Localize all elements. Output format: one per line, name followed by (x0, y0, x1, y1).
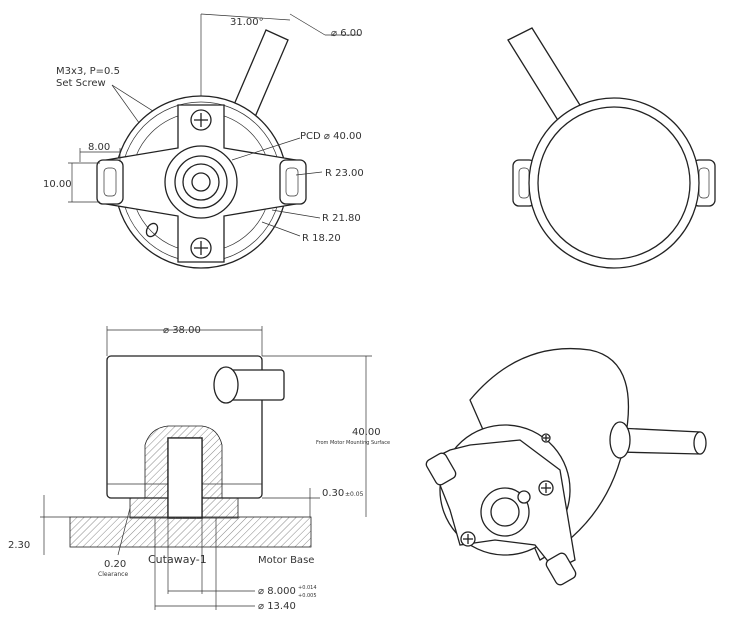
shaft-diameter-label: ⌀ 6.00 (331, 28, 362, 39)
shaft-bore (191, 172, 211, 192)
back-inner-circle (537, 106, 691, 260)
set-screw-label-line2: Set Screw (56, 78, 106, 89)
motor-base-label: Motor Base (258, 555, 314, 566)
pcd-leader (231, 137, 301, 161)
height-note: From Motor Mounting Surface (316, 440, 390, 446)
body-diameter-label: ⌀ 38.00 (163, 325, 201, 336)
index-hole (145, 222, 159, 238)
iso-screw-3 (541, 433, 551, 443)
back-view (507, 27, 716, 269)
side-shaft-boss (213, 366, 239, 404)
iso-hub-outer (480, 487, 530, 537)
front-view: 31.00° ⌀ 6.00 M3x3, P=0.5 Set Screw (43, 13, 364, 269)
screw-top (190, 109, 212, 131)
isometric-view (425, 347, 707, 586)
iso-screw-2 (460, 531, 476, 547)
angle-label: 31.00° (230, 17, 264, 28)
gap-label: 0.30 (322, 488, 344, 499)
r-mid-label: R 21.80 (322, 213, 361, 224)
gap-tolerance: ±0.05 (345, 491, 364, 498)
slot-width-label: 8.00 (88, 142, 110, 153)
base-thickness-label: 2.30 (8, 540, 30, 551)
hub-ring (174, 155, 228, 209)
hub-mid (182, 163, 220, 201)
hub-diameter-label: ⌀ 13.40 (258, 601, 296, 612)
pcd-label: PCD ⌀ 40.00 (300, 131, 362, 142)
iso-ear-right (545, 552, 577, 586)
back-outer-circle (528, 97, 700, 269)
r-mid-leader (271, 209, 321, 219)
section-view: ⌀ 38.00 40.00 From Motor Mounting Surfac… (8, 325, 390, 612)
height-label: 40.00 (352, 427, 381, 438)
r-inner-label: R 18.20 (302, 233, 341, 244)
r-outer-label: R 23.00 (325, 168, 364, 179)
angle-dimension-line (200, 13, 291, 21)
screw-bottom (190, 237, 212, 259)
set-screw-label-line1: M3x3, P=0.5 (56, 66, 120, 77)
motor-base (69, 516, 312, 548)
clearance-note: Clearance (98, 571, 128, 578)
iso-screw-1 (538, 480, 554, 496)
clearance-value: 0.20 (104, 559, 126, 570)
iso-hub-inner (490, 497, 520, 527)
slot-height-label: 10.00 (43, 179, 72, 190)
bore-tol-lower: +0.005 (298, 593, 317, 599)
cutaway-label: Cutaway-1 (148, 553, 207, 566)
iso-ear-left (425, 452, 457, 486)
r-inner-leader (261, 221, 301, 237)
bore-label: ⌀ 8.000 (258, 586, 296, 597)
r-outer-leader (295, 171, 323, 176)
iso-bore (517, 490, 531, 504)
bore-tol-upper: +0.014 (298, 585, 317, 591)
